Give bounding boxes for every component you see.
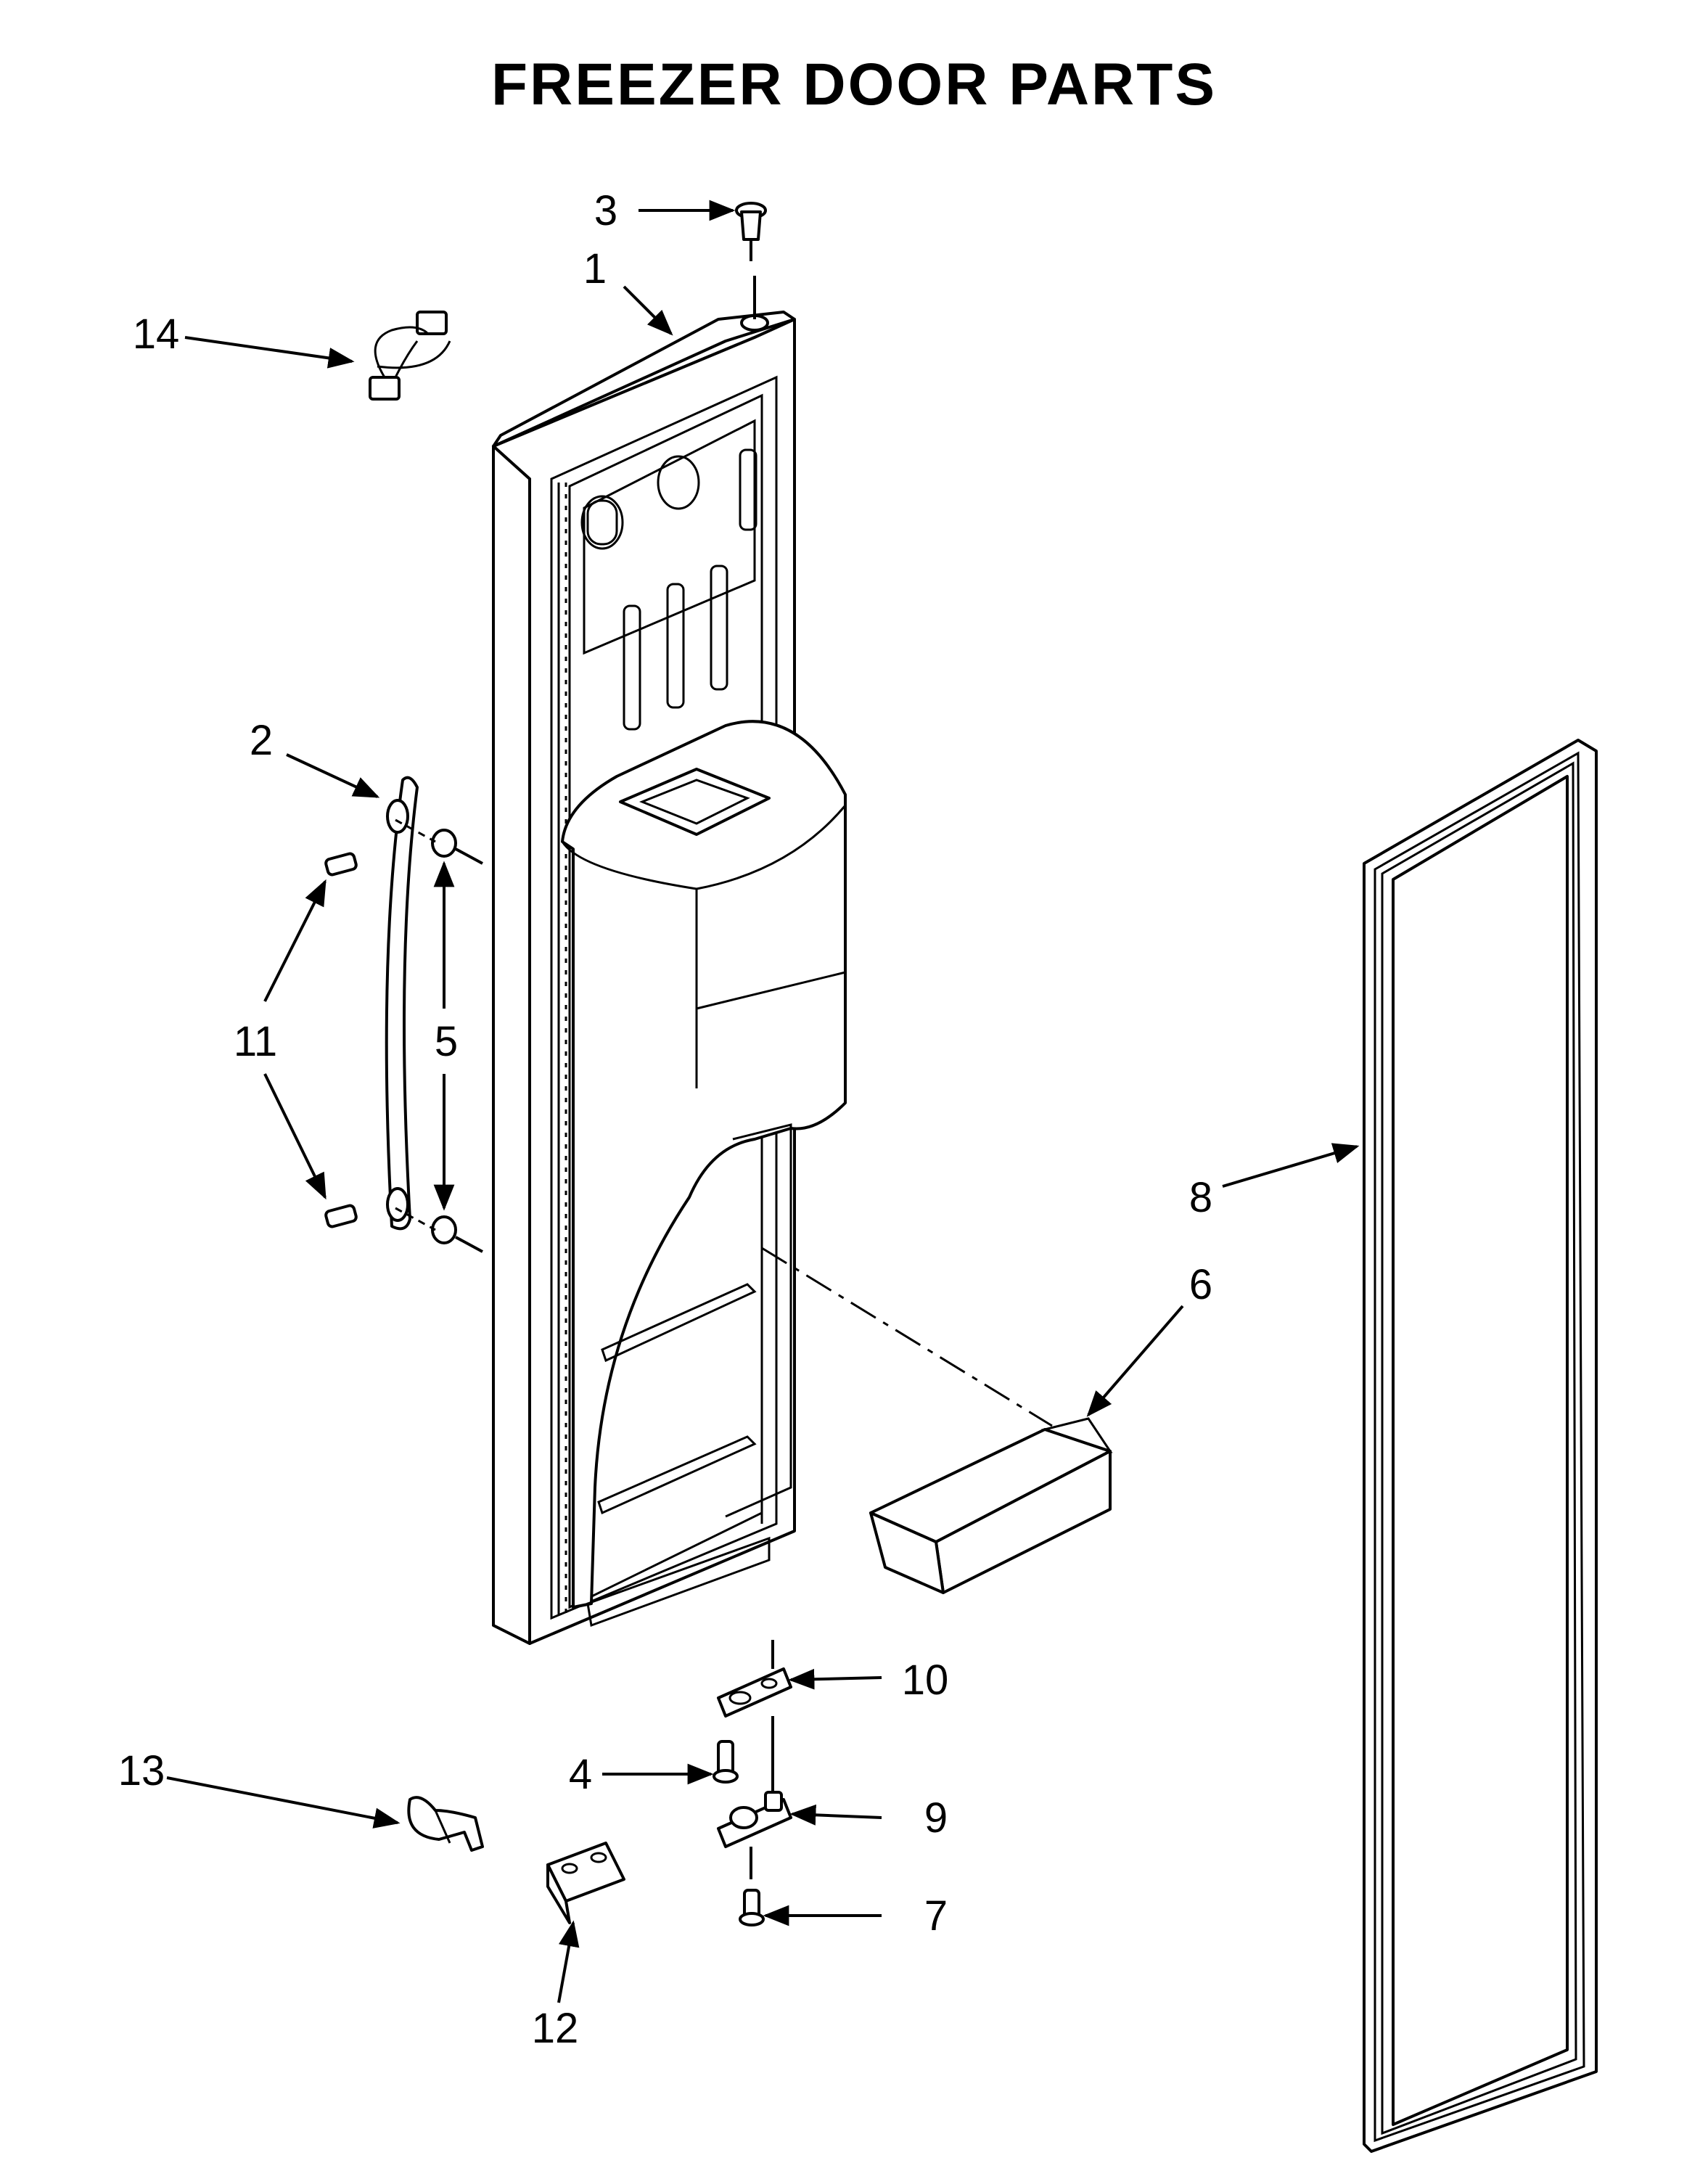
leader-arrows xyxy=(166,200,1360,2003)
handle-studs xyxy=(395,818,483,1253)
callout-9: 9 xyxy=(924,1794,948,1842)
callout-5: 5 xyxy=(435,1018,458,1065)
screw-7 xyxy=(739,1889,765,1926)
hinge-shim xyxy=(717,1640,792,1717)
screw-4 xyxy=(713,1740,739,1784)
callout-1: 1 xyxy=(583,245,607,292)
callout-12: 12 xyxy=(532,2005,579,2052)
callout-7: 7 xyxy=(924,1892,948,1940)
door-handle xyxy=(385,776,419,1231)
callout-2: 2 xyxy=(250,717,273,764)
callout-labels: 1 2 3 4 5 6 7 8 9 10 11 12 13 14 xyxy=(118,187,1212,2052)
door-gasket xyxy=(1363,739,1598,2153)
callout-14: 14 xyxy=(133,311,180,358)
wire-harness xyxy=(369,311,451,401)
callout-11: 11 xyxy=(234,1018,277,1065)
callout-6: 6 xyxy=(1189,1261,1212,1308)
callout-10: 10 xyxy=(902,1657,949,1704)
clip xyxy=(407,1796,484,1852)
door-assembly xyxy=(492,276,847,1645)
set-screws xyxy=(324,852,358,1228)
callout-4: 4 xyxy=(569,1751,592,1798)
hinge-cover xyxy=(546,1842,625,1924)
hinge-bushing xyxy=(735,202,767,261)
callout-8: 8 xyxy=(1189,1174,1212,1221)
callout-13: 13 xyxy=(118,1747,165,1794)
diagram-title: FREEZER DOOR PARTS xyxy=(490,52,1218,118)
door-bin xyxy=(761,1247,1113,1594)
callout-3: 3 xyxy=(594,187,617,234)
